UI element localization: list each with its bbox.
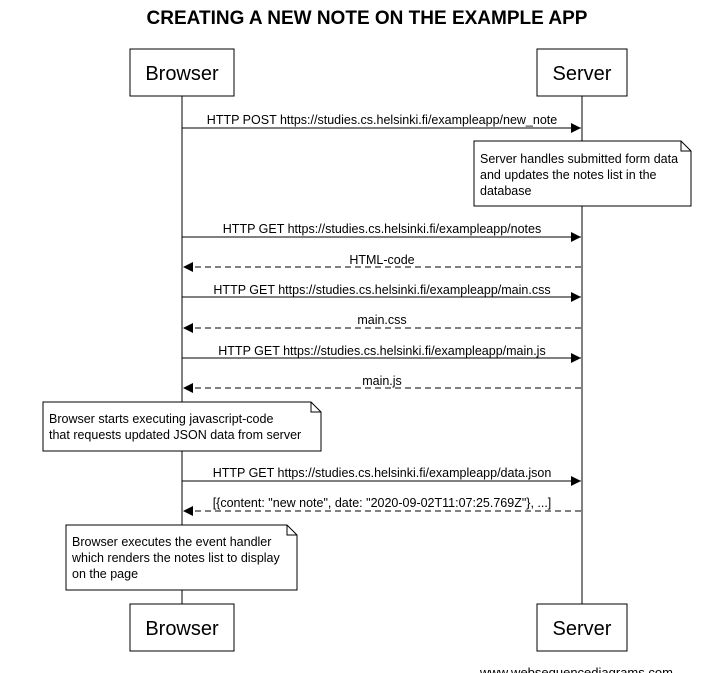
message-label: main.css — [357, 313, 406, 327]
note-browser-starts-js: Browser starts executing javascript-code… — [42, 401, 322, 452]
note-line: Browser starts executing javascript-code — [49, 412, 273, 426]
diagram-title: CREATING A NEW NOTE ON THE EXAMPLE APP — [147, 8, 588, 29]
note-text: Browser starts executing javascript-code… — [49, 412, 301, 442]
browser-actor-label: Browser — [145, 63, 219, 85]
message-label: HTTP POST https://studies.cs.helsinki.fi… — [207, 113, 557, 127]
note-text: Server handles submitted form data and u… — [480, 152, 682, 198]
server-actor-bottom: Server — [536, 603, 628, 652]
message-main-css-response: main.css — [183, 313, 581, 333]
message-post-new-note: HTTP POST https://studies.cs.helsinki.fi… — [182, 113, 581, 133]
message-label: HTTP GET https://studies.cs.helsinki.fi/… — [213, 466, 552, 480]
server-actor-label: Server — [553, 63, 612, 85]
message-label: HTTP GET https://studies.cs.helsinki.fi/… — [218, 344, 545, 358]
watermark-text: www.websequencediagrams.com — [479, 665, 673, 673]
note-line: Browser executes the event handler — [72, 535, 271, 549]
note-server-handles: Server handles submitted form data and u… — [473, 140, 692, 207]
message-get-data-json: HTTP GET https://studies.cs.helsinki.fi/… — [182, 466, 581, 486]
browser-actor-label: Browser — [145, 618, 219, 640]
note-text: Browser executes the event handler which… — [71, 535, 283, 581]
note-line: on the page — [72, 567, 138, 581]
message-label: main.js — [362, 374, 402, 388]
message-html-code-response: HTML-code — [183, 253, 581, 272]
note-line: database — [480, 184, 531, 198]
note-browser-executes-handler: Browser executes the event handler which… — [65, 524, 298, 591]
note-line: that requests updated JSON data from ser… — [49, 428, 301, 442]
note-line: Server handles submitted form data — [480, 152, 678, 166]
message-get-notes: HTTP GET https://studies.cs.helsinki.fi/… — [182, 222, 581, 242]
browser-actor-top: Browser — [129, 48, 235, 97]
message-label: HTML-code — [349, 253, 414, 267]
server-actor-top: Server — [536, 48, 628, 97]
message-label: HTTP GET https://studies.cs.helsinki.fi/… — [213, 283, 550, 297]
message-label: [{content: "new note", date: "2020-09-02… — [213, 496, 552, 510]
browser-actor-bottom: Browser — [129, 603, 235, 652]
note-line: and updates the notes list in the — [480, 168, 657, 182]
message-data-json-response: [{content: "new note", date: "2020-09-02… — [183, 496, 581, 516]
message-main-js-response: main.js — [183, 374, 581, 393]
message-label: HTTP GET https://studies.cs.helsinki.fi/… — [223, 222, 541, 236]
message-get-main-css: HTTP GET https://studies.cs.helsinki.fi/… — [182, 283, 581, 302]
server-actor-label: Server — [553, 618, 612, 640]
note-line: which renders the notes list to display — [71, 551, 280, 565]
message-get-main-js: HTTP GET https://studies.cs.helsinki.fi/… — [182, 344, 581, 363]
